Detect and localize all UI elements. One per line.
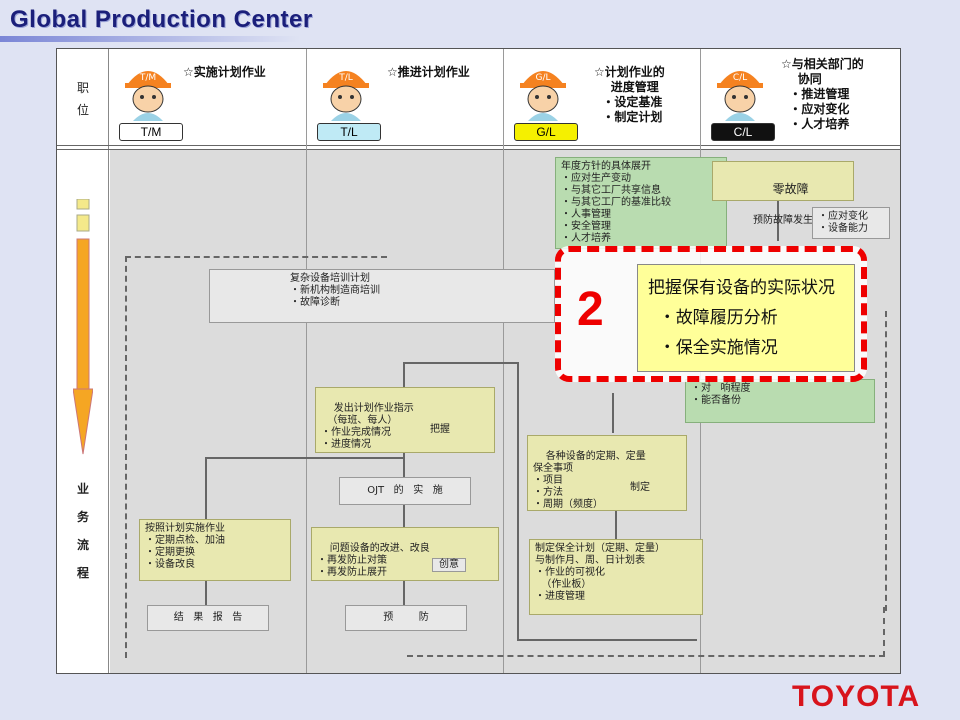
zero-fault-title: 零故障 — [772, 182, 809, 196]
training-plan-box: 复杂设备培训计划 ・新机构制造商培训 ・故障诊断 — [209, 269, 555, 323]
position-label: 职 位 — [76, 81, 89, 117]
slide-title: Global Production Center — [10, 6, 313, 33]
prevention-box: 预 防 — [345, 605, 467, 631]
flow-label: 业 务 流 程 — [76, 482, 89, 580]
highlight-callout: 2 把握保有设备的实际状况 ・故障履历分析 ・保全实施情况 — [555, 246, 867, 382]
creative-label: 创意 — [432, 558, 466, 572]
work-instruction-box: 发出计划作业指示 （每班、每人） ・作业完成情况 ・进度情况 把握 — [315, 387, 495, 453]
svg-text:G/L: G/L — [535, 73, 550, 83]
role-badge: C/L — [711, 123, 775, 141]
define-label: 制定 — [630, 482, 650, 493]
execute-plan-box: 按照计划实施作业 ・定期点检、加油 ・定期更换 ・设备改良 — [139, 519, 291, 581]
annual-policy-box: 年度方针的具体展开 ・应对生产变动 ・与其它工厂共享信息 ・与其它工厂的基准比较… — [555, 157, 727, 249]
role-cl: C/L C/L ☆与相关部门的 协同 ・推进管理 ・应对变化 ・人才培养 — [701, 49, 900, 145]
title-underline — [0, 36, 300, 42]
role-badge: T/L — [317, 123, 381, 141]
result-report-box: 结 果 报 告 — [147, 605, 269, 631]
role-tl: T/L T/L ☆推进计划作业 — [307, 49, 503, 145]
role-description: ☆与相关部门的 协同 ・推进管理 ・应对变化 ・人才培养 — [781, 57, 864, 131]
toyota-logo: TOYOTA — [792, 680, 921, 713]
respond-change-box: ・应对变化 ・设备能力 — [812, 207, 890, 239]
worker-avatar-icon: C/L — [717, 71, 763, 121]
zero-fault-sub: 预防故障发生 — [753, 215, 813, 226]
callout-text: 把握保有设备的实际状况 ・故障履历分析 ・保全实施情况 — [637, 264, 855, 372]
worker-avatar-icon: T/M — [125, 71, 171, 121]
problem-equipment-box: 问题设备的改进、改良 ・再发防止对策 ・再发防止展开 创意 — [311, 527, 499, 581]
zero-fault-box: 零故障 预防故障发生 — [712, 161, 854, 226]
role-description: ☆实施计划作业 — [183, 65, 266, 79]
worker-avatar-icon: G/L — [520, 71, 566, 121]
role-gl: G/L G/L ☆计划作业的 进度管理 ・设定基准 ・制定计划 — [504, 49, 700, 145]
role-badge: G/L — [514, 123, 578, 141]
downward-arrow-icon — [73, 199, 93, 455]
diagram-frame: 职 位 业 务 流 程 T/M T/M ☆实施计划作业 T/L T/L ☆推进计… — [56, 48, 901, 674]
maintenance-plan-box: 制定保全计划（定期、定量） 与制作月、周、日计划表 ・作业的可视化 （作业板） … — [529, 539, 703, 615]
role-tm: T/M T/M ☆实施计划作业 — [109, 49, 306, 145]
impact-backup-box: ・对 响程度 ・能否备份 — [685, 379, 875, 423]
svg-text:T/M: T/M — [139, 73, 156, 83]
role-description: ☆计划作业的 进度管理 ・设定基准 ・制定计划 — [594, 65, 665, 124]
grasp-label: 把握 — [430, 424, 450, 435]
maintenance-items-box: 各种设备的定期、定量 保全事项 ・项目 ・方法 ・周期（频度） 制定 — [527, 435, 687, 511]
worker-avatar-icon: T/L — [323, 71, 369, 121]
left-label-column — [57, 49, 109, 673]
svg-text:C/L: C/L — [733, 73, 747, 83]
role-description: ☆推进计划作业 — [387, 65, 470, 79]
svg-text:T/L: T/L — [338, 73, 353, 83]
ojt-box: OJT 的 实 施 — [339, 477, 471, 505]
role-badge: T/M — [119, 123, 183, 141]
callout-number: 2 — [577, 283, 604, 336]
